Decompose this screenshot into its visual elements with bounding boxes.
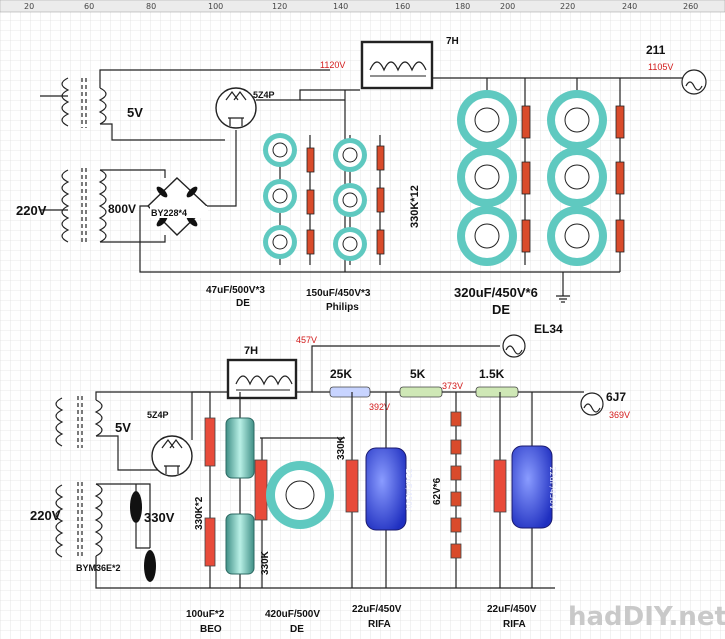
- ruler-tick: 160: [395, 2, 410, 11]
- cap-bank-47uf-label: 47uF/500V*3: [206, 285, 265, 296]
- output-tube-icon: [681, 69, 707, 95]
- zener-diode-icon: [450, 491, 462, 507]
- cap-rifa-icon: [365, 447, 407, 531]
- upper-choke-label: 7H: [446, 36, 459, 47]
- el34-tube-icon: [502, 334, 526, 358]
- lower-choke-label: 7H: [244, 345, 258, 357]
- ruler-tick: 100: [208, 2, 223, 11]
- zener-string-label: 62V*6: [432, 477, 443, 505]
- cap-420uf-label: 420uF/500V: [265, 609, 320, 620]
- zener-diode-icon: [450, 465, 462, 481]
- lower-node-voltage-1: 457V: [296, 335, 317, 345]
- cap-rifa-label: 22uF/450V: [352, 604, 402, 615]
- heater-voltage-label: 5V: [127, 105, 143, 120]
- lower-diode-label: BYM36E*2: [76, 563, 121, 573]
- cap-bank-150uf-label: 150uF/450V*3: [306, 288, 371, 299]
- resistor-25k-icon: [329, 386, 371, 398]
- bleeder-resistor-icon: [204, 417, 216, 467]
- 6j7-tube-icon: [580, 392, 604, 416]
- bleeder-resistor-icon: [493, 459, 507, 513]
- el34-tube-label: EL34: [534, 322, 563, 336]
- lower-node-voltage-3: 373V: [442, 381, 463, 391]
- upper-node-voltage-1: 1120V: [320, 60, 345, 70]
- cap-bank-150uf: 150uF/450V*3 Philips: [306, 135, 385, 313]
- rectifier-tube-label: 5Z4P: [253, 90, 275, 100]
- cap-rifa-label-2: 22uF/450V: [487, 604, 537, 615]
- bleeder-resistor-icon: [254, 459, 268, 521]
- cap-bank-320uf-brand: DE: [492, 302, 510, 317]
- bridge-rectifier-icon: BY228*4: [147, 177, 209, 236]
- primary-voltage-label: 220V: [16, 203, 47, 218]
- cap-rifa-brand: RIFA: [368, 619, 391, 630]
- zener-diode-icon: [450, 439, 462, 455]
- zener-diode-icon: [450, 517, 462, 533]
- lower-power-supply: 220V 5V 330V BYM36E*2 5Z4P 7H 457V EL34 …: [30, 322, 630, 635]
- bleeder-resistor-label: 330K*2: [194, 496, 205, 530]
- ruler-tick: 140: [333, 2, 348, 11]
- cap-100uf-icon: [225, 513, 255, 575]
- diode-icon: [144, 550, 156, 582]
- ruler-tick: 220: [560, 2, 575, 11]
- output-tube-label: 211: [646, 43, 666, 57]
- lower-heater-voltage-label: 5V: [115, 420, 131, 435]
- lower-rectifier-tube-icon: [151, 435, 193, 477]
- watermark: hadDIY.net: [568, 602, 725, 632]
- cap-100uf-icon: [225, 417, 255, 479]
- resistor-1k5-icon: [475, 386, 519, 398]
- upper-node-voltage-2: 1105V: [648, 62, 673, 72]
- ruler-tick: 20: [24, 2, 34, 11]
- rectifier-tube-icon: [215, 87, 257, 129]
- bleeder-resistor-label: 330K*12: [409, 185, 421, 228]
- resistor-1k5-label: 1.5K: [479, 367, 505, 381]
- cap-100uf-label: 100uF*2: [186, 609, 225, 620]
- ruler-tick: 80: [146, 2, 156, 11]
- cap-rifa-icon-2: [511, 445, 553, 529]
- ruler-tick: 180: [455, 2, 470, 11]
- secondary-voltage-label: 800V: [108, 202, 136, 216]
- bleeder-resistor-icon: [345, 459, 359, 513]
- cap-bank-320uf-label: 320uF/450V*6: [454, 285, 538, 300]
- ruler-tick: 60: [84, 2, 94, 11]
- cap-bank-320uf: 320uF/450V*6 DE: [454, 78, 625, 317]
- resistor-5k-label: 5K: [410, 367, 426, 381]
- bleeder-resistor-label-2: 330K: [260, 550, 271, 575]
- ruler-tick: 240: [622, 2, 637, 11]
- diode-icon: [130, 491, 142, 523]
- ruler-tick: 260: [683, 2, 698, 11]
- cap-rifa-print: 22uF/450V: [404, 468, 413, 512]
- bleeder-resistor-icon: [204, 517, 216, 567]
- upper-power-supply: 220V 5V 800V 5Z4P BY228*4 1120V 7H 110: [16, 36, 707, 317]
- lower-node-voltage-4: 369V: [609, 410, 630, 420]
- cap-rifa-print-2: 22uF/450V: [548, 466, 557, 510]
- lower-node-voltage-2: 392V: [369, 402, 390, 412]
- lower-primary-voltage-label: 220V: [30, 508, 61, 523]
- cap-100uf-brand: BEO: [200, 624, 222, 635]
- cap-rifa-brand-2: RIFA: [503, 619, 526, 630]
- zener-diode-icon: [450, 411, 462, 427]
- cap-bank-47uf-brand: DE: [236, 298, 250, 309]
- resistor-25k-label: 25K: [330, 367, 352, 381]
- upper-choke-icon: [360, 40, 434, 90]
- ruler-tick: 120: [272, 2, 287, 11]
- zener-diode-icon: [450, 543, 462, 559]
- resistor-5k-icon: [399, 386, 443, 398]
- lower-secondary-voltage-label: 330V: [144, 510, 175, 525]
- cap-bank-150uf-brand: Philips: [326, 302, 359, 313]
- ruler-tick: 200: [500, 2, 515, 11]
- 6j7-tube-label: 6J7: [606, 390, 626, 404]
- top-ruler: 20 60 80 100 120 140 160 180 200 220 240…: [0, 0, 725, 13]
- svg-text:BY228*4: BY228*4: [151, 208, 187, 218]
- cap-bank-47uf: 47uF/500V*3 DE: [206, 133, 315, 309]
- bleeder-resistor-label-3: 330K: [336, 435, 347, 460]
- cap-420uf-brand: DE: [290, 624, 304, 635]
- lower-rectifier-tube-label: 5Z4P: [147, 410, 169, 420]
